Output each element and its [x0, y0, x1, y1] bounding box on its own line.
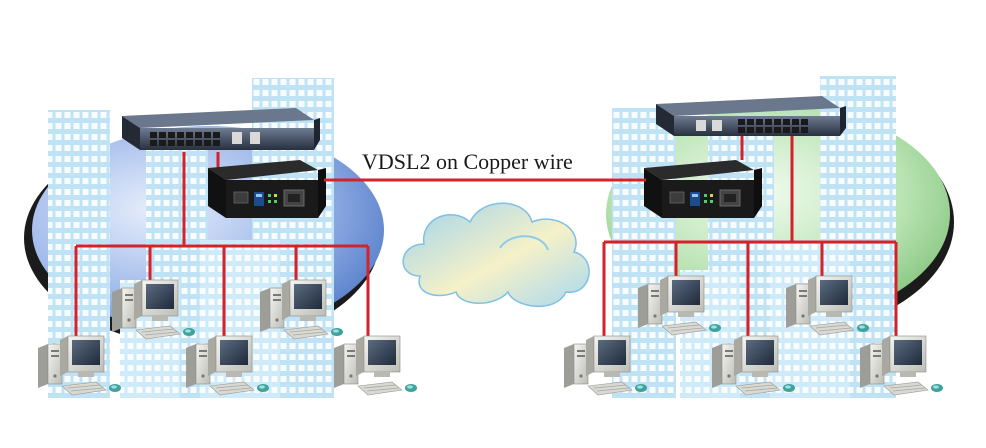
right-ethernet-switch [656, 96, 846, 136]
cloud-icon [402, 202, 590, 307]
right-site [563, 76, 954, 398]
left-links [74, 152, 370, 342]
link-label: VDSL2 on Copper wire [362, 149, 573, 174]
left-computer-5 [333, 335, 418, 396]
left-site [24, 78, 418, 398]
right-vdsl2-converter [643, 159, 763, 219]
left-vdsl2-converter [207, 159, 327, 219]
left-ethernet-switch [122, 108, 320, 150]
